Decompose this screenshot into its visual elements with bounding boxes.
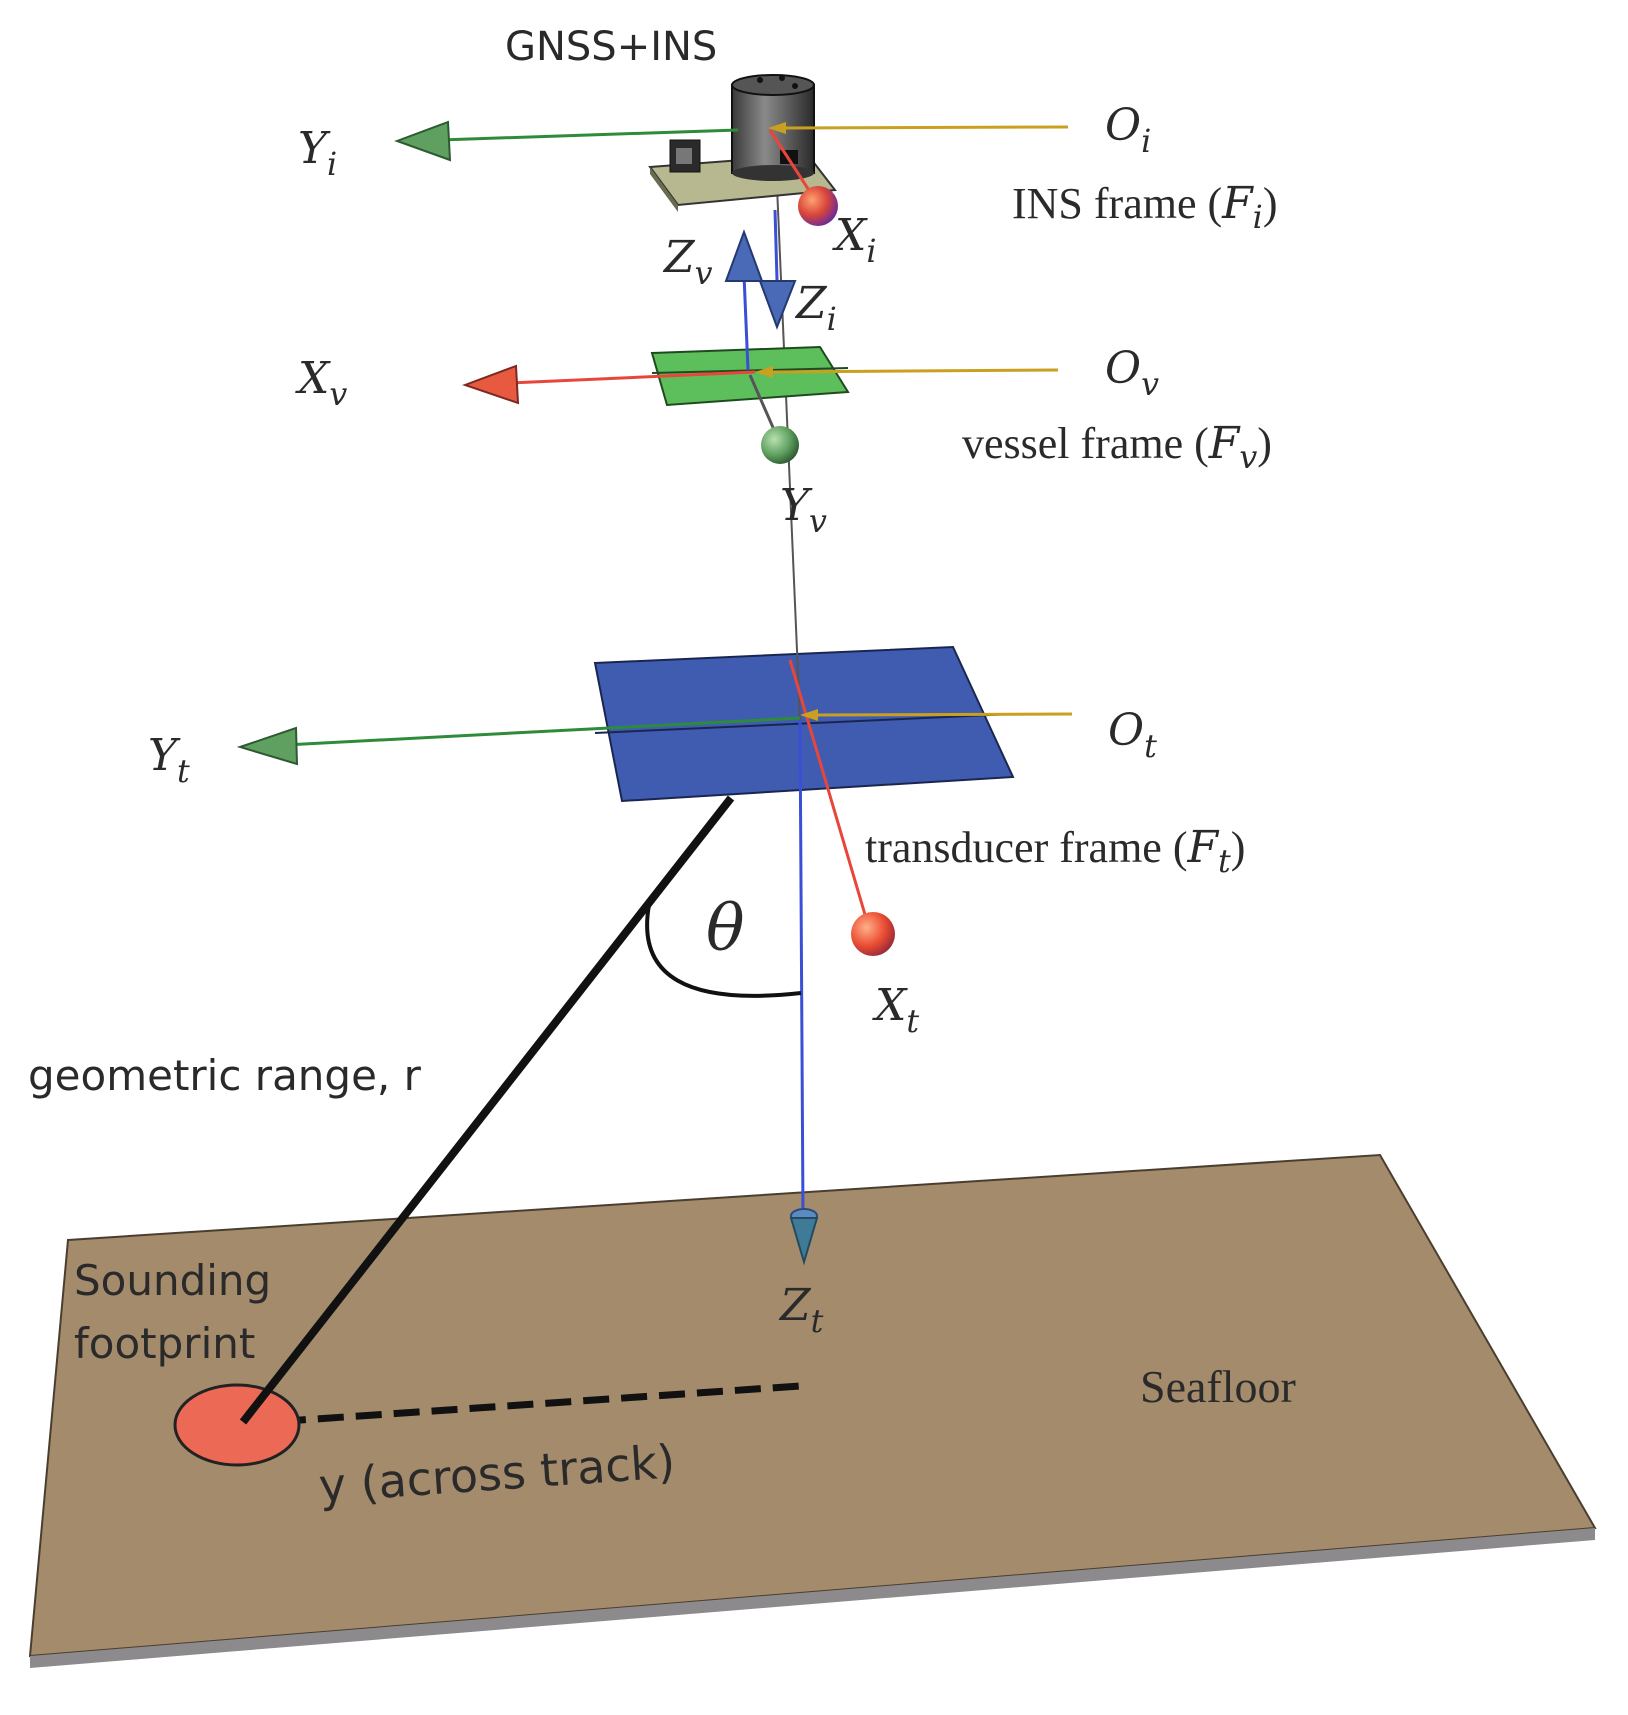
vessel-x-label: Xv (295, 353, 347, 413)
theta-arc (645, 904, 802, 998)
geometric-range-line (239, 795, 735, 1425)
transducer-x-axis (788, 659, 868, 919)
transducer-x-ball (851, 912, 895, 956)
ins-z-axis (773, 209, 779, 281)
vessel-y-label: Yv (780, 480, 827, 540)
ins-z-label: Zi (794, 278, 837, 338)
sounding-footprint (173, 1383, 301, 1467)
ins-y-axis (439, 128, 739, 142)
transducer-x-label: Xt (872, 980, 919, 1040)
vessel-z-label: Zv (662, 232, 713, 292)
vessel-y-ball (761, 426, 799, 464)
seafloor-plane (28, 1153, 1597, 1668)
theta-label: θ (706, 892, 745, 966)
transducer-y-axis (284, 716, 801, 747)
transducer-y-label: Yt (148, 730, 190, 790)
ins-x-label: Xi (832, 210, 876, 270)
vessel-x-axis (509, 370, 756, 385)
across-track-line (241, 1382, 801, 1428)
ins-z-arrowhead (758, 280, 797, 330)
ins-y-label: Yi (298, 123, 337, 183)
transducer-plate (593, 645, 1015, 803)
vessel-origin-pointer-head (755, 366, 773, 378)
transducer-z-axis (798, 719, 805, 1216)
ins-y-arrowhead (394, 120, 452, 162)
seafloor-label: Seafloor (1140, 1361, 1296, 1412)
ins-origin-pointer (784, 125, 1069, 130)
vessel-frame-label: vessel frame (Fv) (962, 418, 1272, 476)
transducer-y-arrowhead (236, 726, 299, 766)
ins-x-ball (798, 186, 838, 226)
gnss-ins-label: GNSS+INS (505, 24, 717, 70)
footprint-label-line2: footprint (74, 1319, 255, 1368)
transducer-origin-label: Ot (1108, 705, 1157, 765)
vessel-z-arrowhead (724, 229, 764, 282)
ins-x-axis (768, 129, 814, 196)
transducer-origin-pointer-head (800, 709, 818, 721)
vessel-origin-pointer (771, 368, 1059, 374)
transducer-frame-label: transducer frame (Ft) (865, 822, 1245, 880)
transducer-origin-pointer (814, 712, 1073, 717)
geometric-range-label: geometric range, r (28, 1051, 422, 1100)
vessel-origin-label: Ov (1105, 343, 1159, 403)
footprint-label-line1: Sounding (74, 1256, 271, 1305)
vessel-x-arrowhead (462, 364, 520, 405)
ins-origin-label: Oi (1105, 100, 1151, 160)
ins-origin-pointer-head (768, 122, 786, 134)
transducer-z-label: Zt (778, 1280, 824, 1340)
vessel-z-axis (742, 274, 750, 371)
vessel-y-axis (748, 374, 777, 433)
ins-frame-label: INS frame (Fi) (1012, 178, 1277, 236)
transducer-z-cone (789, 1208, 819, 1266)
